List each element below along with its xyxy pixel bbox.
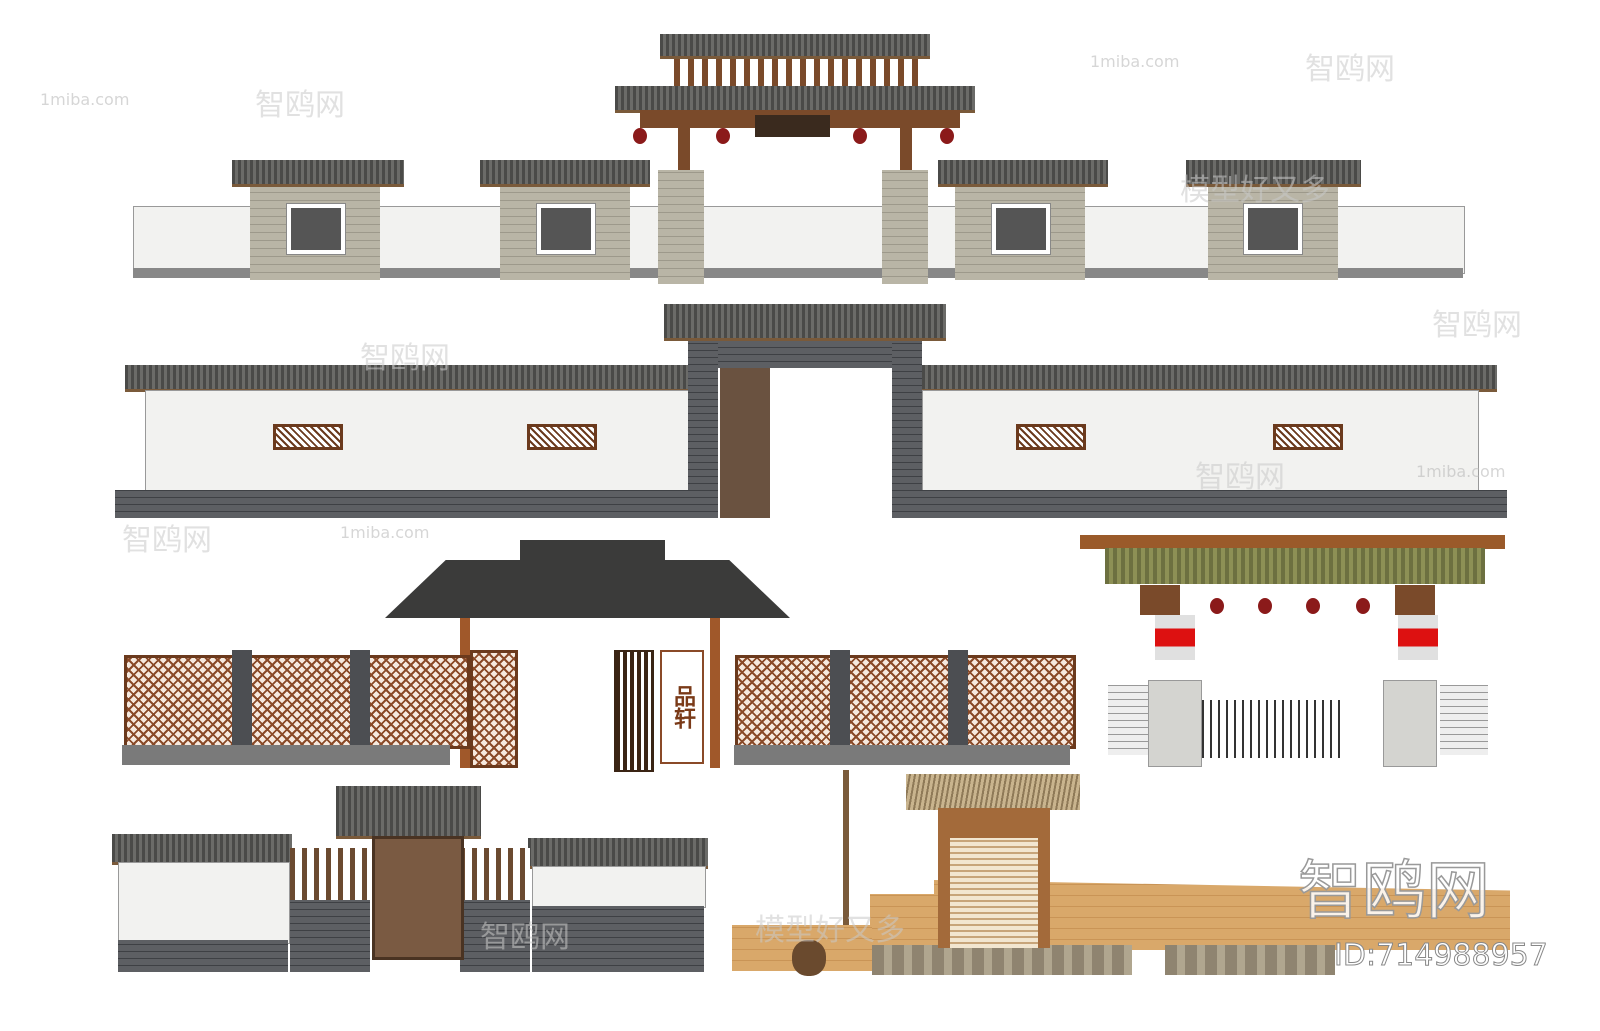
- gate-roof: [664, 304, 946, 341]
- watermark-site: 1miba.com: [1090, 52, 1180, 71]
- lantern: [633, 128, 647, 144]
- bracket: [1395, 585, 1435, 615]
- watermark-brand: 智鸥网: [122, 523, 212, 558]
- wooden-railing: [460, 848, 530, 900]
- relief-carving: [286, 203, 346, 255]
- lattice-window: [527, 424, 597, 450]
- wall-roof: [922, 365, 1497, 392]
- watermark-site: 1miba.com: [340, 523, 430, 542]
- gate-column: [678, 120, 690, 170]
- wall-base: [133, 268, 1463, 278]
- arch-top-roof: [660, 34, 930, 59]
- stone-pier: [500, 186, 630, 280]
- arch-plaque: [755, 115, 830, 137]
- watermark-id: ID:714988957: [1334, 938, 1549, 974]
- watermark-brand: 智鸥网: [255, 88, 345, 123]
- signboard: 品轩: [660, 650, 704, 764]
- arch-lower-roof: [615, 86, 975, 113]
- gate-post: [710, 618, 720, 768]
- lantern: [716, 128, 730, 144]
- gate-post: [658, 170, 704, 284]
- red-column: [1155, 615, 1195, 660]
- watermark-brand: 智鸥网: [360, 341, 450, 376]
- watermark-brand: 智鸥网: [480, 920, 570, 955]
- brick-base: [532, 906, 704, 972]
- fence-pillar: [232, 650, 252, 750]
- pier-roof: [232, 160, 404, 187]
- watermark-brand-large: 智鸥网: [1297, 854, 1491, 930]
- lantern: [853, 128, 867, 144]
- gate-post: [882, 170, 928, 284]
- gate-pier: [688, 340, 718, 518]
- relief-carving: [536, 203, 596, 255]
- watermark-site: 1miba.com: [40, 90, 130, 109]
- fence-pillar: [948, 650, 968, 750]
- lantern: [1258, 598, 1272, 614]
- lantern: [1356, 598, 1370, 614]
- brick-base: [290, 900, 370, 972]
- watermark-site: 1miba.com: [1416, 462, 1506, 481]
- white-wall: [118, 862, 290, 944]
- watermark-brand: 智鸥网: [1432, 308, 1522, 343]
- fence-pillar: [350, 650, 370, 750]
- bracket: [1140, 585, 1180, 615]
- watermark-brand: 智鸥网: [1305, 52, 1395, 87]
- gate-pier: [1148, 680, 1202, 767]
- wooden-door: [372, 836, 464, 960]
- pier-roof: [1186, 160, 1361, 187]
- lantern: [1210, 598, 1224, 614]
- open-door: [720, 368, 770, 518]
- watermark-brand: 智鸥网: [1195, 460, 1285, 495]
- wooden-railing: [290, 848, 370, 900]
- lamp-post: [843, 770, 849, 970]
- brick-base: [922, 490, 1507, 518]
- lattice-fence: [124, 655, 470, 749]
- pier-roof: [480, 160, 650, 187]
- gate-door: [470, 650, 518, 768]
- gate-lintel: [688, 340, 922, 368]
- retractable-gate: [1202, 700, 1342, 758]
- lattice-window: [273, 424, 343, 450]
- arch-bracket-row: [674, 56, 919, 86]
- arch-roof: [1105, 548, 1485, 584]
- gate-door: [950, 838, 1038, 948]
- thatched-roof: [906, 774, 1080, 810]
- white-wall: [922, 390, 1479, 492]
- lantern: [1306, 598, 1320, 614]
- stone-base: [1165, 945, 1335, 975]
- clay-jar: [792, 940, 826, 976]
- brick-base: [118, 940, 288, 972]
- gate-roof: [385, 560, 790, 618]
- wall-roof: [528, 838, 708, 869]
- lattice-window: [1273, 424, 1343, 450]
- watermark-slogan: 模型好又多: [1180, 173, 1330, 208]
- white-wall: [532, 866, 706, 908]
- relief-carving: [1243, 203, 1303, 255]
- lantern: [940, 128, 954, 144]
- brick-base: [460, 900, 530, 972]
- white-wall: [145, 390, 692, 492]
- stone-base: [872, 945, 1132, 975]
- lattice-window: [1016, 424, 1086, 450]
- door-roof: [336, 786, 481, 839]
- brick-base: [115, 490, 690, 518]
- lattice-fence: [735, 655, 1076, 749]
- side-wall: [1108, 685, 1148, 755]
- gate-column: [900, 120, 912, 170]
- red-column: [1398, 615, 1438, 660]
- gate-pier: [892, 340, 922, 518]
- planter-base: [122, 745, 450, 765]
- gate-pier: [1383, 680, 1437, 767]
- planter-base: [734, 745, 1070, 765]
- watermark-slogan: 模型好又多: [755, 913, 905, 948]
- arch-eave: [1080, 535, 1505, 549]
- wall-roof: [112, 834, 292, 865]
- gate-door: [614, 650, 654, 772]
- side-wall: [1440, 685, 1488, 755]
- fence-pillar: [830, 650, 850, 750]
- pier-roof: [938, 160, 1108, 187]
- relief-carving: [991, 203, 1051, 255]
